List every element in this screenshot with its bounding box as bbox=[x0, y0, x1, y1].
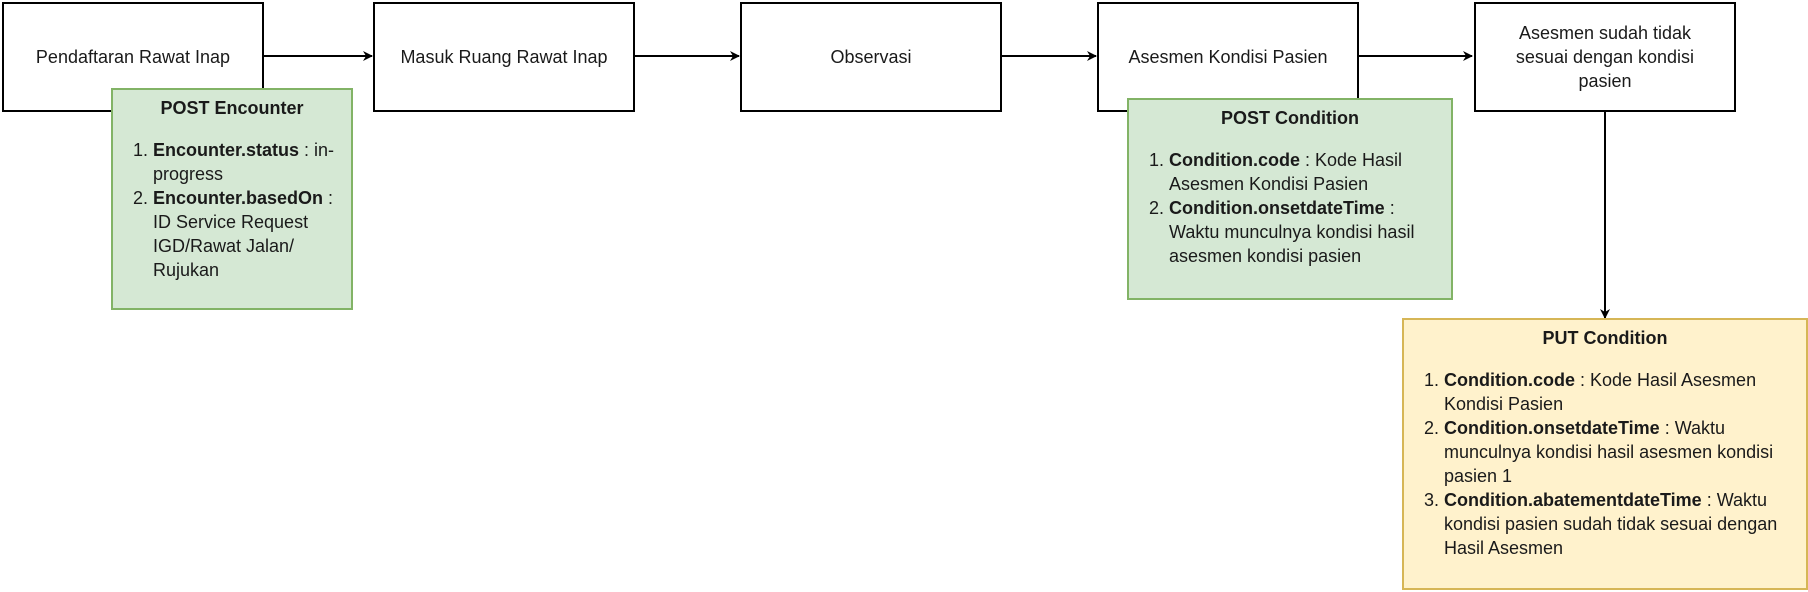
note-field-list: Encounter.status : in-progress Encounter… bbox=[113, 138, 351, 282]
node-asesmen-tidak-sesuai: Asesmen sudah tidak sesuai dengan kondis… bbox=[1474, 2, 1736, 112]
field-name: Encounter.basedOn bbox=[153, 188, 324, 208]
field-name: Condition.abatementdateTime bbox=[1444, 490, 1702, 510]
list-item: Condition.code : Kode Hasil Asesmen Kond… bbox=[1169, 148, 1447, 196]
node-label: Asesmen sudah tidak sesuai dengan kondis… bbox=[1515, 23, 1695, 91]
field-desc: : Waktu munculnya kondisi hasil asesmen … bbox=[1169, 198, 1415, 266]
note-title: POST Condition bbox=[1221, 108, 1359, 128]
field-desc: : Kode Hasil Asesmen Kondisi Pasien bbox=[1444, 370, 1757, 414]
note-field-list: Condition.code : Kode Hasil Asesmen Kond… bbox=[1404, 368, 1806, 560]
field-name: Condition.code bbox=[1444, 370, 1575, 390]
field-desc: : Kode Hasil Asesmen Kondisi Pasien bbox=[1169, 150, 1403, 194]
field-name: Condition.code bbox=[1169, 150, 1300, 170]
field-desc: : Waktu munculnya kondisi hasil asesmen … bbox=[1444, 418, 1774, 486]
list-item: Condition.abatementdateTime : Waktu kond… bbox=[1444, 488, 1802, 560]
field-name: Condition.onsetdateTime bbox=[1169, 198, 1385, 218]
note-title: POST Encounter bbox=[160, 98, 304, 118]
node-observasi: Observasi bbox=[740, 2, 1002, 112]
node-label: Asesmen Kondisi Pasien bbox=[1128, 47, 1328, 67]
list-item: Condition.onsetdateTime : Waktu munculny… bbox=[1169, 196, 1447, 268]
field-desc: : Waktu kondisi pasien sudah tidak sesua… bbox=[1444, 490, 1778, 558]
list-item: Encounter.basedOn : ID Service Request I… bbox=[153, 186, 347, 282]
list-item: Condition.code : Kode Hasil Asesmen Kond… bbox=[1444, 368, 1802, 416]
node-asesmen-kondisi-pasien: Asesmen Kondisi Pasien bbox=[1097, 2, 1359, 112]
list-item: Encounter.status : in-progress bbox=[153, 138, 347, 186]
field-name: Condition.onsetdateTime bbox=[1444, 418, 1660, 438]
field-desc: : in-progress bbox=[153, 140, 335, 184]
field-desc: : ID Service Request IGD/Rawat Jalan/ Ru… bbox=[153, 188, 334, 280]
node-label: Pendaftaran Rawat Inap bbox=[35, 47, 231, 67]
note-post-encounter: POST Encounter Encounter.status : in-pro… bbox=[111, 88, 353, 310]
note-post-condition: POST Condition Condition.code : Kode Has… bbox=[1127, 98, 1453, 300]
node-masuk-ruang-rawat-inap: Masuk Ruang Rawat Inap bbox=[373, 2, 635, 112]
note-title: PUT Condition bbox=[1542, 328, 1668, 348]
field-name: Encounter.status bbox=[153, 140, 300, 160]
note-field-list: Condition.code : Kode Hasil Asesmen Kond… bbox=[1129, 148, 1451, 268]
node-label: Observasi bbox=[830, 47, 912, 67]
note-put-condition: PUT Condition Condition.code : Kode Hasi… bbox=[1402, 318, 1808, 590]
list-item: Condition.onsetdateTime : Waktu munculny… bbox=[1444, 416, 1802, 488]
node-label: Masuk Ruang Rawat Inap bbox=[400, 47, 608, 67]
